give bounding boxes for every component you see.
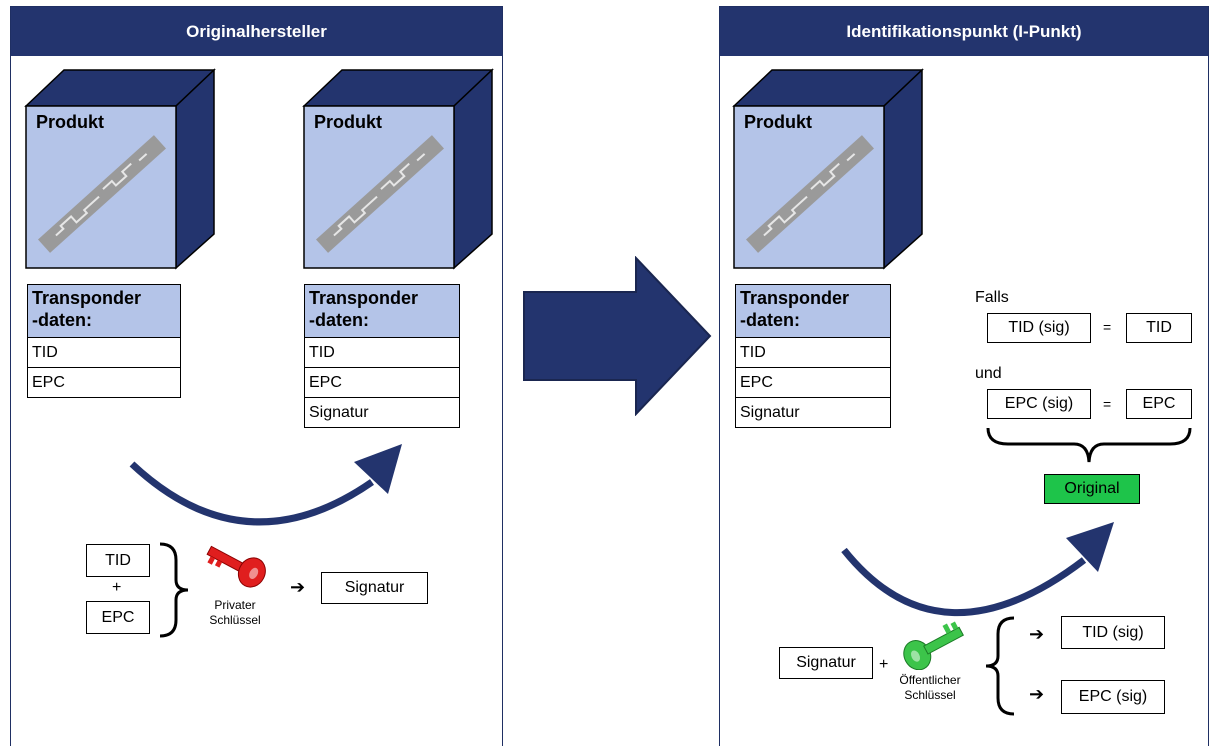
cond2-equals: =	[1103, 396, 1112, 412]
falls-label: Falls	[975, 289, 1009, 306]
private-key-icon	[206, 545, 266, 588]
transponder-header-3: Transponder -daten:	[735, 284, 891, 338]
product-cube-2	[302, 68, 494, 270]
private-key-label: Privater Schlüssel	[209, 598, 261, 627]
curved-arrow-right	[841, 522, 1114, 616]
und-label: und	[975, 365, 1002, 382]
table3-row-epc: EPC	[735, 367, 891, 398]
rfid-tag-icon	[746, 135, 874, 253]
output-tid-sig: TID (sig)	[1061, 616, 1165, 649]
curved-arrow-left	[129, 444, 402, 526]
input-epc: EPC	[86, 601, 150, 634]
public-key-icon	[903, 621, 964, 670]
brace-icon-right	[985, 616, 1015, 716]
input-tid: TID	[86, 544, 150, 577]
cond1-equals: =	[1103, 319, 1112, 335]
output-signatur: Signatur	[321, 572, 428, 604]
table1-row-epc: EPC	[27, 367, 181, 398]
result-original: Original	[1044, 474, 1140, 504]
plus-sign-right: +	[879, 656, 889, 673]
table3-row-signatur: Signatur	[735, 397, 891, 428]
table3-row-tid: TID	[735, 337, 891, 368]
product-cube-1	[24, 68, 216, 270]
arrow-symbol-2: ➔	[1029, 684, 1045, 704]
arrow-symbol-1: ➔	[1029, 624, 1045, 644]
table2-row-tid: TID	[304, 337, 460, 368]
big-right-arrow	[523, 256, 712, 416]
transponder-header-2: Transponder -daten:	[304, 284, 460, 338]
cond2-right: EPC	[1126, 389, 1192, 419]
arrow-symbol-left: ➔	[290, 577, 306, 597]
product-label-1: Produkt	[36, 112, 105, 132]
input-signatur: Signatur	[779, 647, 873, 679]
left-panel-title: Originalhersteller	[11, 7, 502, 56]
table2-row-epc: EPC	[304, 367, 460, 398]
product-label-2: Produkt	[314, 112, 383, 132]
brace-icon	[159, 542, 189, 638]
rfid-tag-icon	[38, 135, 166, 253]
cond1-left: TID (sig)	[987, 313, 1091, 343]
product-label-3: Produkt	[744, 112, 813, 132]
table1-row-tid: TID	[27, 337, 181, 368]
output-epc-sig: EPC (sig)	[1061, 680, 1165, 714]
transponder-header-1: Transponder -daten:	[27, 284, 181, 338]
cond2-left: EPC (sig)	[987, 389, 1091, 419]
product-cube-3	[732, 68, 924, 270]
table2-row-signatur: Signatur	[304, 397, 460, 428]
public-key-label: Öffentlicher Schlüssel	[899, 673, 961, 702]
right-panel-title: Identifikationspunkt (I-Punkt)	[720, 7, 1208, 56]
plus-sign: +	[112, 579, 122, 596]
cond1-right: TID	[1126, 313, 1192, 343]
rfid-tag-icon	[316, 135, 444, 253]
horizontal-brace-icon	[986, 427, 1192, 463]
